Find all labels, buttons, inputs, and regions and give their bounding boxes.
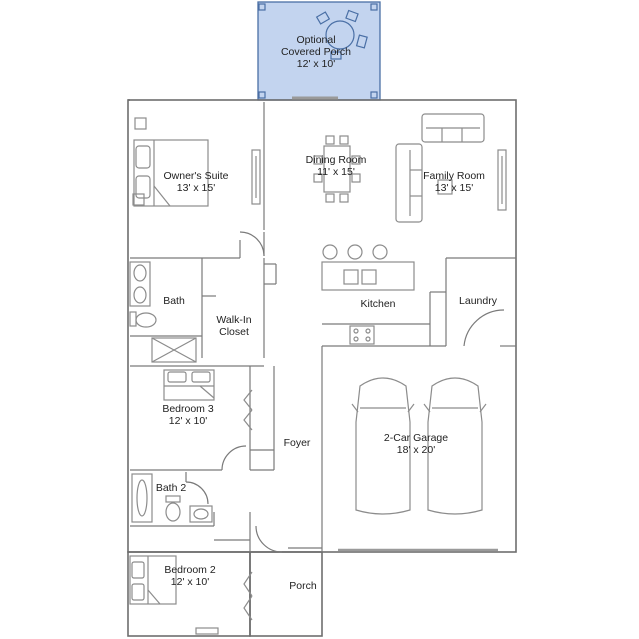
porch-label: Porch [289, 580, 316, 592]
laundry-name: Laundry [459, 295, 497, 307]
owners-suite-dims: 13' x 15' [176, 182, 216, 194]
garage-cars [351, 377, 487, 515]
dining-room-label: Dining Room 11' x 15' [306, 154, 367, 178]
bedroom-2-dims: 12' x 10' [170, 576, 210, 588]
bedroom-2-label: Bedroom 2 12' x 10' [164, 564, 215, 588]
bath-label: Bath [163, 295, 185, 307]
bedroom-3-furniture [163, 369, 253, 431]
bath-2-name: Bath 2 [155, 482, 187, 494]
bath-2-fixtures [131, 473, 213, 523]
optional-porch-name-2: Covered Porch [280, 46, 352, 58]
owners-suite-name: Owner's Suite [163, 170, 229, 182]
owners-suite-label: Owner's Suite 13' x 15' [163, 170, 228, 194]
bath-fixtures [129, 261, 197, 363]
garage-name: 2-Car Garage [383, 432, 449, 444]
interior-walls [130, 102, 516, 553]
bath-2-label: Bath 2 [156, 482, 186, 494]
walk-in-closet-label: Walk-In Closet [216, 314, 251, 338]
bedroom-3-dims: 12' x 10' [168, 415, 208, 427]
bedroom-2-furniture [129, 555, 253, 635]
bedroom-2-name: Bedroom 2 [164, 564, 216, 576]
optional-covered-porch [257, 1, 381, 101]
kitchen-label: Kitchen [360, 298, 395, 310]
dining-room-dims: 11' x 15' [317, 166, 355, 178]
bedroom-3-name: Bedroom 3 [162, 403, 214, 415]
laundry-label: Laundry [459, 295, 497, 307]
walk-in-closet-name-1: Walk-In [216, 314, 252, 326]
kitchen-name: Kitchen [360, 298, 396, 310]
dining-table [313, 135, 361, 203]
optional-porch-label: Optional Covered Porch 12' x 10' [281, 34, 351, 70]
family-room-furniture [395, 113, 507, 223]
family-room-label: Family Room 13' x 15' [423, 170, 485, 194]
porch-name: Porch [289, 580, 317, 592]
owners-suite-furniture [132, 117, 261, 207]
optional-porch-name-1: Optional [296, 34, 336, 46]
dining-room-name: Dining Room [305, 154, 367, 166]
optional-porch-dims: 12' x 10' [296, 58, 336, 70]
kitchen-fixtures [321, 244, 415, 345]
bedroom-3-label: Bedroom 3 12' x 10' [162, 403, 213, 427]
bath-name: Bath [163, 295, 185, 307]
walk-in-closet-name-2: Closet [219, 326, 249, 338]
foyer-label: Foyer [284, 437, 311, 449]
family-room-dims: 13' x 15' [434, 182, 474, 194]
garage-label: 2-Car Garage 18' x 20' [384, 432, 448, 456]
foyer-name: Foyer [283, 437, 311, 449]
family-room-name: Family Room [423, 170, 485, 182]
garage-dims: 18' x 20' [396, 444, 436, 456]
